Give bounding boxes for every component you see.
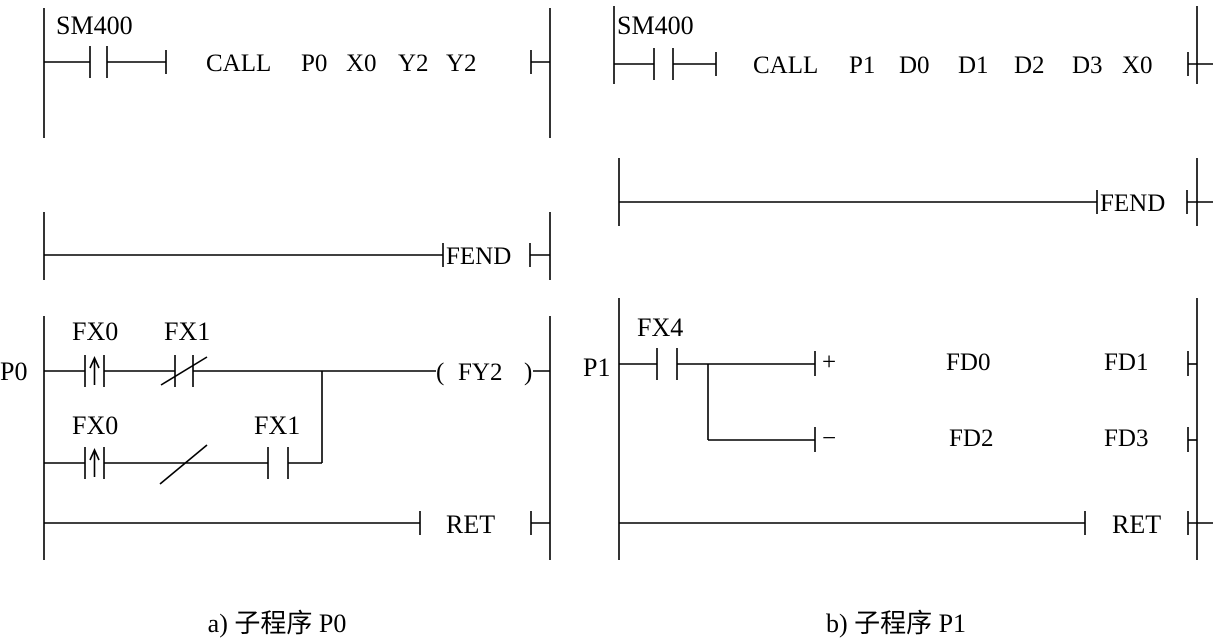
panel-b-sub-dest: FD3: [1104, 425, 1148, 452]
panel-b-call-arg-3: D2: [1014, 52, 1045, 79]
panel-a-no-contact-fx1-bottom: [267, 447, 289, 479]
panel-b-contact-label-sm400: SM400: [617, 11, 694, 40]
panel-a-caption: a) 子程序 P0: [208, 609, 347, 638]
panel-b-add-dest: FD1: [1104, 349, 1148, 376]
panel-b-subroutine: P1 FX4 + FD0 FD1 − FD2 FD3 RE: [583, 298, 1213, 560]
panel-b-add-source: FD0: [946, 349, 990, 376]
panel-b-ret: RET: [1112, 510, 1161, 539]
panel-b-contact-label-fx4: FX4: [637, 313, 683, 342]
panel-a-contact-label-fx0-top: FX0: [72, 317, 118, 346]
panel-b-call-arg-4: D3: [1072, 52, 1103, 79]
panel-b-sub-op: −: [822, 425, 836, 452]
panel-b-call-arg-1: D0: [899, 52, 930, 79]
panel-b-add-op: +: [822, 349, 836, 376]
panel-a: SM400 CALL P0 X0 Y2 Y2 FEND: [0, 8, 551, 638]
panel-b-fend: FEND: [1100, 190, 1165, 217]
panel-b-rung-fend: FEND: [618, 158, 1213, 226]
panel-a-coil-close: ): [524, 359, 532, 386]
panel-a-coil-fy2: FY2: [458, 359, 502, 386]
panel-a-rung-fend: FEND: [43, 212, 551, 280]
panel-a-pointer-label: P0: [0, 357, 27, 386]
panel-a-fend: FEND: [446, 243, 511, 270]
panel-a-ret: RET: [446, 510, 495, 539]
panel-a-subroutine: P0 FX0 FX1 ( FY2 ) FX0: [0, 316, 551, 560]
panel-b: SM400 CALL P1 D0 D1 D2 D3 X0 FEND: [583, 6, 1213, 638]
panel-b-call-arg-2: D1: [958, 52, 989, 79]
panel-a-call-op: CALL: [206, 50, 271, 77]
panel-b-sub-source: FD2: [949, 425, 993, 452]
panel-a-coil-open: (: [436, 359, 444, 386]
panel-a-contact-label-fx1-bottom: FX1: [254, 411, 300, 440]
panel-a-call-arg-1: X0: [346, 50, 377, 77]
panel-a-contact-label-fx1-top: FX1: [164, 317, 210, 346]
panel-a-call-arg-3: Y2: [446, 50, 477, 77]
panel-a-contact-label-fx0-bottom: FX0: [72, 411, 118, 440]
panel-a-call-pointer: P0: [301, 50, 327, 77]
panel-a-stroke: [159, 444, 208, 485]
panel-b-call-op: CALL: [753, 52, 818, 79]
panel-b-caption: b) 子程序 P1: [826, 609, 966, 638]
panel-b-call-arg-5: X0: [1122, 52, 1153, 79]
panel-b-rung-call: SM400 CALL P1 D0 D1 D2 D3 X0: [613, 6, 1213, 84]
panel-b-pointer-label: P1: [583, 353, 610, 382]
panel-a-rung-call: SM400 CALL P0 X0 Y2 Y2: [43, 8, 551, 138]
panel-a-call-arg-2: Y2: [398, 50, 429, 77]
panel-a-rising-edge-contact-fx0-top: [84, 355, 105, 387]
panel-a-rising-edge-contact-fx0-bottom: [84, 447, 105, 479]
panel-a-contact-label-sm400: SM400: [56, 11, 133, 40]
panel-b-call-pointer: P1: [849, 52, 875, 79]
